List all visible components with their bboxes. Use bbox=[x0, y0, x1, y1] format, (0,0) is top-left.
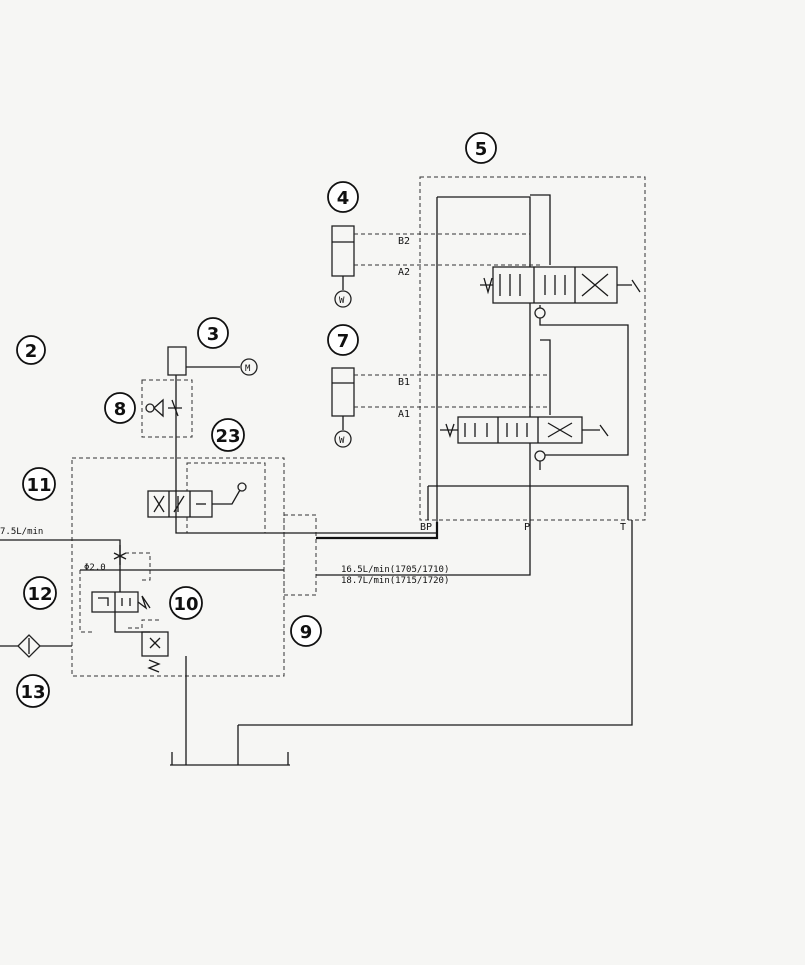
svg-text:13: 13 bbox=[20, 682, 45, 703]
callout-2: 2 bbox=[16, 335, 46, 365]
port-b1-label: B1 bbox=[398, 377, 410, 388]
svg-text:9: 9 bbox=[300, 622, 313, 643]
cylinder-4-body bbox=[331, 225, 355, 277]
directional-valve-upper bbox=[480, 266, 641, 319]
p-passage bbox=[437, 196, 531, 520]
motor-symbol bbox=[240, 358, 258, 376]
orifice-label: Φ2.0 bbox=[84, 563, 106, 573]
flow-label-2: 18.7L/min(1715/1720) bbox=[341, 576, 449, 586]
directional-valve-lower bbox=[440, 416, 609, 462]
power-unit-11: Φ2.0 7.5L/min 16.5L/min(1705/1710) 18.7L… bbox=[0, 375, 633, 766]
svg-text:3: 3 bbox=[207, 324, 220, 345]
callout-4: 4 bbox=[327, 181, 359, 213]
callout-7: 7 bbox=[327, 324, 359, 356]
port-bp-label: BP bbox=[420, 522, 432, 533]
power-unit-enclosure bbox=[71, 457, 285, 677]
svg-text:7: 7 bbox=[337, 331, 350, 352]
t-return-line bbox=[237, 520, 633, 765]
svg-text:23: 23 bbox=[215, 426, 240, 447]
weight-symbol-7 bbox=[334, 430, 352, 448]
callout-5: 5 bbox=[465, 132, 497, 164]
port-t-label: T bbox=[620, 522, 626, 533]
svg-text:12: 12 bbox=[27, 584, 52, 605]
valve-block-enclosure bbox=[419, 176, 646, 521]
port-b2-label: B2 bbox=[398, 236, 410, 247]
svg-text:8: 8 bbox=[114, 399, 127, 420]
port-a2-label: A2 bbox=[398, 267, 410, 278]
callout-13: 13 bbox=[16, 674, 50, 708]
check-valve-8 bbox=[141, 379, 193, 438]
valve-block-5: P T bbox=[419, 176, 646, 533]
pump-housing-9 bbox=[283, 514, 317, 596]
cylinder-7-body bbox=[331, 367, 355, 417]
callout-11: 11 bbox=[22, 467, 56, 501]
valve12-to-relief bbox=[114, 612, 150, 633]
relief-valve-10 bbox=[128, 619, 169, 673]
svg-text:W: W bbox=[339, 436, 345, 446]
valve-23 bbox=[147, 482, 247, 518]
port-a1-label: A1 bbox=[398, 409, 410, 420]
callout-23: 23 bbox=[211, 418, 245, 452]
sensor-3: M bbox=[167, 346, 258, 376]
valve-spool-lower bbox=[457, 416, 583, 444]
svg-text:W: W bbox=[339, 296, 345, 306]
upper-spool-supply bbox=[530, 194, 551, 265]
weight-symbol-4 bbox=[334, 290, 352, 308]
tank-symbol bbox=[170, 752, 290, 766]
flow-left-label: 7.5L/min bbox=[0, 527, 43, 537]
sensor-3-body bbox=[167, 346, 187, 376]
cylinder-7: W B1 A1 bbox=[331, 367, 550, 448]
callout-10: 10 bbox=[169, 586, 203, 620]
svg-text:5: 5 bbox=[475, 139, 488, 160]
callout-9: 9 bbox=[290, 615, 322, 647]
svg-text:2: 2 bbox=[25, 341, 38, 362]
bp-line bbox=[175, 375, 438, 534]
flow-label-1: 16.5L/min(1705/1710) bbox=[341, 565, 449, 575]
svg-text:11: 11 bbox=[26, 475, 51, 496]
bp-feed bbox=[316, 522, 439, 540]
cylinder-4: W B2 A2 bbox=[331, 225, 540, 308]
svg-text:10: 10 bbox=[173, 594, 198, 615]
port-p-label: P bbox=[524, 522, 530, 533]
motor-symbol-label: M bbox=[245, 364, 251, 374]
callout-3: 3 bbox=[197, 317, 229, 349]
return-passage bbox=[539, 305, 629, 470]
callout-8: 8 bbox=[104, 392, 136, 424]
pilot-line bbox=[125, 552, 151, 581]
lower-spool-supply bbox=[540, 339, 551, 415]
svg-text:4: 4 bbox=[337, 188, 350, 209]
p-line bbox=[316, 520, 531, 576]
left-feed-line bbox=[0, 539, 121, 592]
callout-12: 12 bbox=[23, 576, 57, 610]
t-passage bbox=[428, 485, 629, 520]
check-valve-enclosure bbox=[141, 379, 193, 438]
